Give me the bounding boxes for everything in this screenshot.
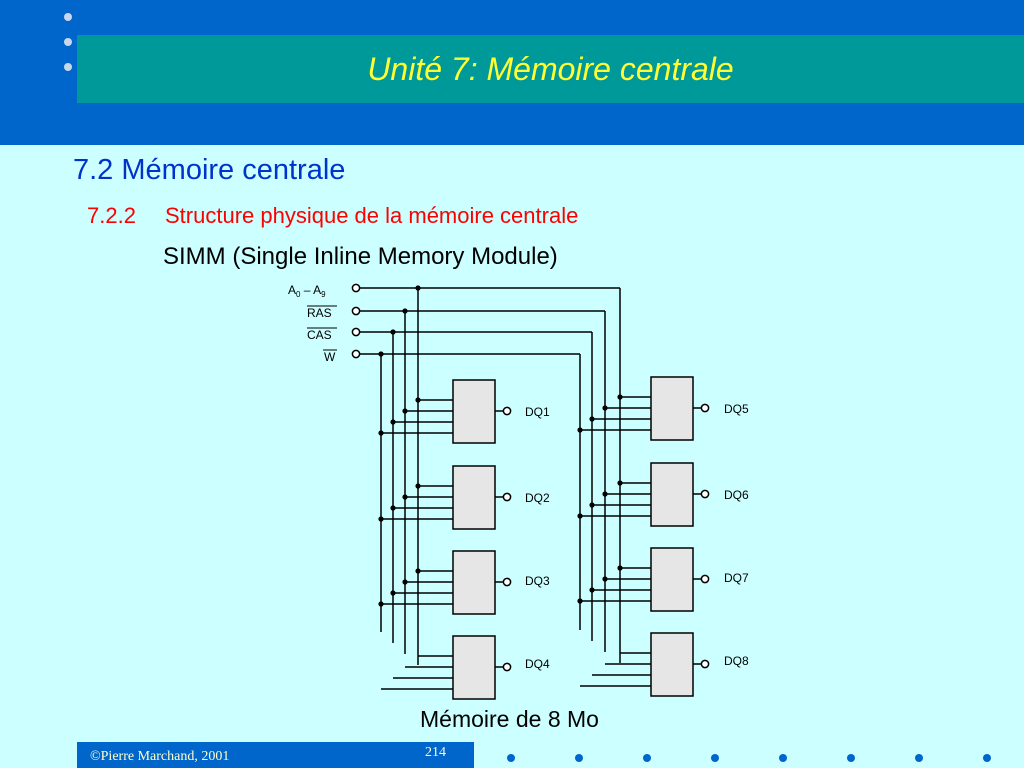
junction-dot <box>602 405 608 411</box>
memory-chip <box>452 550 496 615</box>
dq7-label: DQ7 <box>724 571 749 585</box>
dq1-label: DQ1 <box>525 405 550 419</box>
junction-dot <box>390 419 396 425</box>
memory-chip <box>452 379 496 444</box>
junction-dot <box>589 587 595 593</box>
slide-title: Unité 7: Mémoire centrale <box>367 51 734 87</box>
junction-dot <box>577 598 583 604</box>
footer-dot <box>711 754 719 762</box>
subsection-number: 7.2.2 <box>87 203 136 228</box>
junction-dot <box>402 308 408 314</box>
junction-dot <box>402 579 408 585</box>
pin <box>502 406 512 416</box>
dq4-label: DQ4 <box>525 657 550 671</box>
junction-dot <box>390 590 396 596</box>
memory-chip <box>452 635 496 700</box>
pin <box>700 403 710 413</box>
dq8-label: DQ8 <box>724 654 749 668</box>
footer-dot <box>983 754 991 762</box>
w-label: W <box>324 350 336 364</box>
pin <box>502 662 512 672</box>
junction-dot <box>378 516 384 522</box>
junction-dot <box>577 427 583 433</box>
pin <box>351 306 361 316</box>
footer-dot <box>507 754 515 762</box>
pin <box>700 489 710 499</box>
junction-dot <box>617 394 623 400</box>
junction-dot <box>589 416 595 422</box>
junction-dot <box>589 502 595 508</box>
pins <box>351 283 710 672</box>
footer-dot <box>847 754 855 762</box>
junction-dot <box>402 494 408 500</box>
junction-dot <box>617 565 623 571</box>
footer-dot <box>643 754 651 762</box>
diagram-caption: Mémoire de 8 Mo <box>420 706 599 732</box>
memory-chip <box>650 547 694 612</box>
footer-dot <box>575 754 583 762</box>
footer-copyright: ©Pierre Marchand, 2001 <box>90 749 230 764</box>
junction-dot <box>390 329 396 335</box>
address-label: A0 – A9 <box>288 283 326 299</box>
junction-dot <box>602 576 608 582</box>
junction-dot <box>378 430 384 436</box>
bullet-dot <box>64 13 72 21</box>
memory-chip <box>650 376 694 441</box>
junction-dots <box>378 285 623 607</box>
junction-dot <box>617 480 623 486</box>
memory-chip <box>452 465 496 530</box>
junction-dot <box>415 397 421 403</box>
bullet-dot <box>64 38 72 46</box>
cas-label: CAS <box>307 328 332 342</box>
section-heading: 7.2 Mémoire centrale <box>73 154 346 186</box>
memory-chips <box>452 376 694 700</box>
memory-chip <box>650 462 694 527</box>
footer-dot <box>915 754 923 762</box>
wires <box>360 287 701 690</box>
left-stripe <box>0 0 18 145</box>
dq5-label: DQ5 <box>724 402 749 416</box>
junction-dot <box>402 408 408 414</box>
junction-dot <box>378 601 384 607</box>
pin <box>351 327 361 337</box>
junction-dot <box>602 491 608 497</box>
bullet-dot <box>64 63 72 71</box>
pin <box>502 577 512 587</box>
pin <box>700 574 710 584</box>
dq3-label: DQ3 <box>525 574 550 588</box>
pin <box>502 492 512 502</box>
memory-chip <box>650 632 694 697</box>
pin <box>351 283 361 293</box>
pin <box>351 349 361 359</box>
junction-dot <box>378 351 384 357</box>
junction-dot <box>415 483 421 489</box>
page-number: 214 <box>425 745 446 760</box>
ras-label: RAS <box>307 306 332 320</box>
subsection-title: Structure physique de la mémoire central… <box>165 203 579 228</box>
dq2-label: DQ2 <box>525 491 550 505</box>
footer-bar <box>77 742 474 768</box>
pin <box>700 659 710 669</box>
junction-dot <box>577 513 583 519</box>
dq6-label: DQ6 <box>724 488 749 502</box>
footer-dot <box>779 754 787 762</box>
topic-line: SIMM (Single Inline Memory Module) <box>163 243 558 270</box>
junction-dot <box>415 285 421 291</box>
title-bar: Unité 7: Mémoire centrale <box>77 35 1024 103</box>
junction-dot <box>390 505 396 511</box>
junction-dot <box>415 568 421 574</box>
